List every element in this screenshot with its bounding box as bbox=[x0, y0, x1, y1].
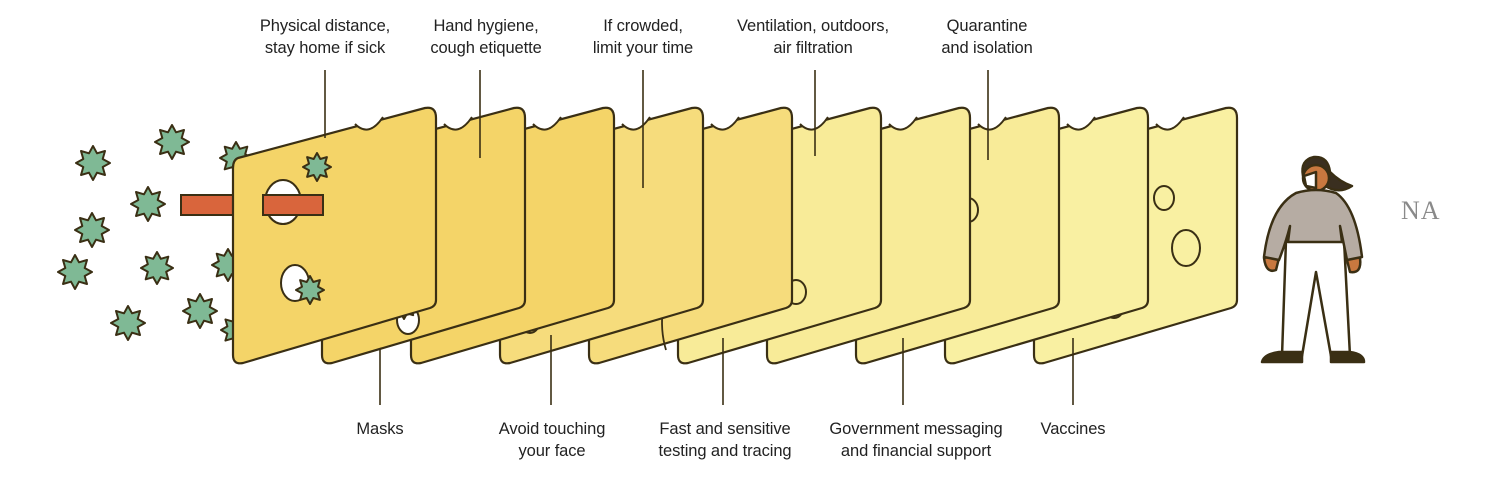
person-legs bbox=[1280, 238, 1352, 358]
virus-cloud bbox=[57, 124, 253, 346]
virus-icon bbox=[75, 145, 111, 181]
person-figure bbox=[1260, 155, 1366, 364]
label-hand-hygiene: Hand hygiene,cough etiquette bbox=[430, 17, 542, 57]
virus-icon bbox=[182, 293, 218, 329]
cheese-notch bbox=[977, 116, 1007, 131]
cheese-notch bbox=[1066, 116, 1096, 131]
person-sweater bbox=[1262, 188, 1364, 262]
virus-icon bbox=[130, 186, 166, 222]
label-physical-distance: Physical distance,stay home if sick bbox=[259, 17, 391, 57]
cheese-notch bbox=[888, 116, 918, 131]
virus-icon bbox=[57, 254, 93, 290]
virus-icon bbox=[302, 152, 332, 182]
cheese-notch bbox=[443, 116, 473, 131]
cheese-hole bbox=[1171, 229, 1201, 267]
virus-icon bbox=[154, 124, 190, 160]
virus-icon bbox=[74, 212, 110, 248]
cheese-slice-1 bbox=[231, 106, 438, 365]
cheese-slice-body bbox=[231, 106, 438, 365]
person-left-shoe bbox=[1260, 350, 1304, 364]
cheese-notch bbox=[710, 116, 740, 131]
virus-icon bbox=[110, 305, 146, 341]
virus-icon bbox=[140, 251, 174, 285]
side-text: NA bbox=[1401, 196, 1441, 225]
label-ventilation: Ventilation, outdoors,air filtration bbox=[737, 17, 889, 57]
label-masks: Masks bbox=[356, 420, 404, 438]
cheese-notch bbox=[799, 116, 829, 131]
person-right-shoe bbox=[1329, 350, 1366, 364]
cheese-notch bbox=[532, 116, 562, 131]
cheese-notch bbox=[1155, 116, 1185, 131]
label-vaccines: Vaccines bbox=[1040, 420, 1106, 438]
virus-icon bbox=[295, 275, 325, 305]
cheese-hole bbox=[1153, 185, 1175, 211]
person-mask bbox=[1302, 170, 1318, 190]
leader-lines bbox=[324, 70, 1074, 405]
transmission-arrow-segment bbox=[262, 194, 324, 216]
cheese-notch bbox=[354, 116, 384, 131]
label-crowded: If crowded,limit your time bbox=[592, 17, 694, 57]
cheese-slices bbox=[231, 106, 1239, 365]
